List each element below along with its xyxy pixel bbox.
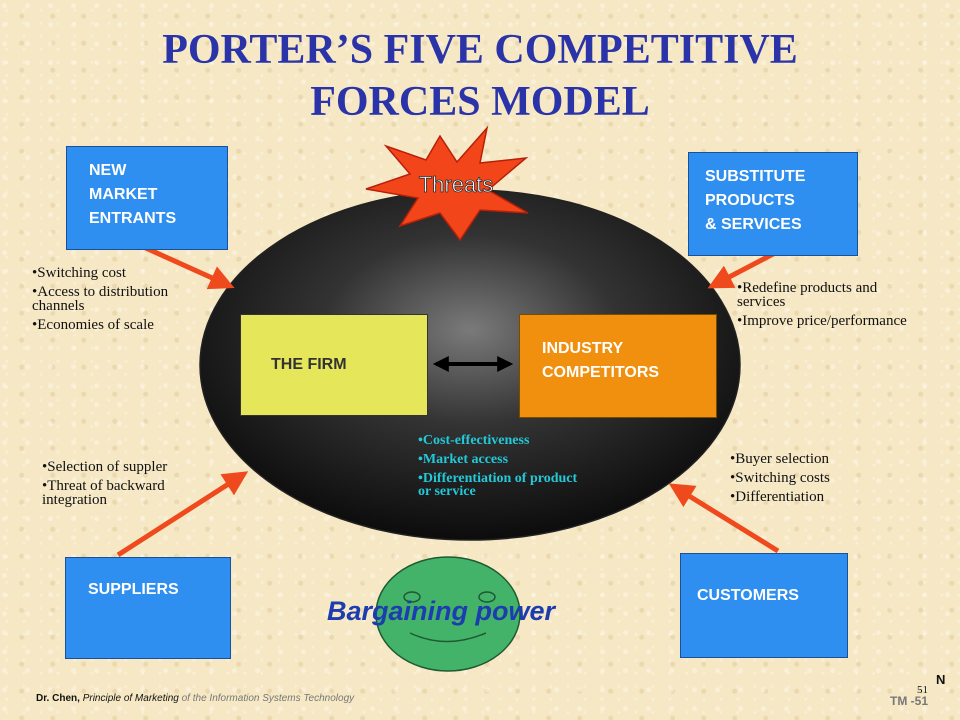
new-entrants-label-3: ENTRANTS bbox=[89, 210, 177, 227]
smiley-left-eye bbox=[403, 591, 421, 603]
list-item: Improve price/performance bbox=[737, 314, 907, 329]
firm-box: THE FIRM bbox=[240, 314, 428, 416]
footer-subtitle: of the Information Systems Technology bbox=[181, 693, 355, 704]
competitors-label-2: COMPETITORS bbox=[542, 364, 660, 381]
corner-mark: N bbox=[936, 672, 946, 687]
page-number: 51 bbox=[917, 684, 928, 696]
new-entrants-box: NEW MARKET ENTRANTS bbox=[66, 146, 228, 250]
footer-author: Dr. Chen, bbox=[36, 693, 80, 704]
firm-label: THE FIRM bbox=[271, 356, 347, 373]
list-item: Differentiation bbox=[730, 490, 900, 505]
substitutes-label-3: & SERVICES bbox=[705, 216, 802, 233]
industry-competitors-box: INDUSTRY COMPETITORS bbox=[519, 314, 717, 418]
list-item: Selection of suppler bbox=[42, 460, 222, 475]
list-item: Switching cost bbox=[32, 266, 212, 281]
title-line-2: FORCES MODEL bbox=[310, 79, 650, 125]
competitors-label-1: INDUSTRY bbox=[542, 340, 624, 357]
smiley-right-eye bbox=[478, 591, 496, 603]
suppliers-box: SUPPLIERS bbox=[65, 557, 231, 659]
smiley-mouth bbox=[409, 632, 487, 643]
new-entrants-label-1: NEW bbox=[89, 162, 127, 179]
arrow-customers bbox=[668, 483, 780, 554]
substitutes-label-1: SUBSTITUTE bbox=[705, 168, 806, 185]
list-item: Redefine products and services bbox=[737, 281, 907, 310]
footer-credit: Dr. Chen, Principle of Marketing of the … bbox=[36, 693, 354, 704]
list-item: Buyer selection bbox=[730, 452, 900, 467]
list-item: Economies of scale bbox=[32, 318, 212, 333]
list-item: Differentiation of product or service bbox=[418, 472, 583, 499]
list-item: Cost-effectiveness bbox=[418, 434, 583, 448]
list-item: Access to distribution channels bbox=[32, 285, 212, 314]
list-item: Switching costs bbox=[730, 471, 900, 486]
substitute-responses: Redefine products and services Improve p… bbox=[737, 281, 907, 333]
suppliers-label: SUPPLIERS bbox=[88, 581, 179, 598]
new-entrants-barriers: Switching cost Access to distribution ch… bbox=[32, 266, 212, 337]
bargaining-power-label: Bargaining power bbox=[327, 596, 556, 626]
customers-label: CUSTOMERS bbox=[697, 587, 799, 604]
title-line-1: PORTER’S FIVE COMPETITIVE bbox=[162, 27, 798, 73]
threats-label: Threats bbox=[419, 172, 494, 197]
customer-responses: Buyer selection Switching costs Differen… bbox=[730, 452, 900, 509]
list-item: Threat of backward integration bbox=[42, 479, 222, 508]
supplier-responses: Selection of suppler Threat of backward … bbox=[42, 460, 222, 512]
new-entrants-label-2: MARKET bbox=[89, 186, 158, 203]
slide-code: TM -51 bbox=[890, 694, 929, 708]
footer-course: Principle of Marketing bbox=[82, 693, 179, 704]
substitutes-label-2: PRODUCTS bbox=[705, 192, 795, 209]
customers-box: CUSTOMERS bbox=[680, 553, 848, 658]
smiley-face bbox=[375, 556, 521, 672]
firm-strategies: Cost-effectiveness Market access Differe… bbox=[418, 434, 583, 504]
substitutes-box: SUBSTITUTE PRODUCTS & SERVICES bbox=[688, 152, 858, 256]
list-item: Market access bbox=[418, 453, 583, 467]
page-title: PORTER’S FIVE COMPETITIVE FORCES MODEL bbox=[0, 24, 960, 128]
arrow-suppliers bbox=[116, 471, 249, 558]
threats-burst bbox=[365, 125, 529, 242]
